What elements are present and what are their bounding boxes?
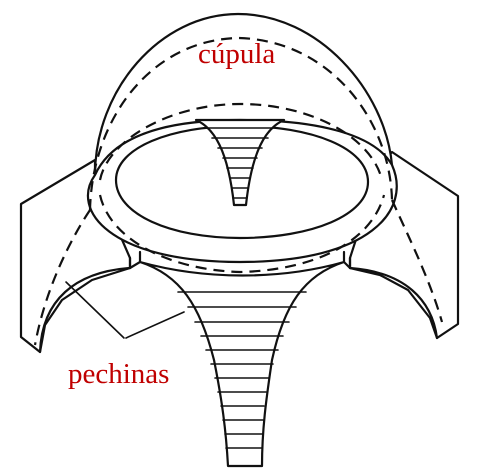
left-notch xyxy=(130,252,140,268)
pendentives-label: pechinas xyxy=(68,360,169,389)
dome-label: cúpula xyxy=(198,40,275,69)
right-notch xyxy=(344,252,350,268)
leader-line-left xyxy=(66,282,124,338)
leader-line-right xyxy=(126,312,184,338)
